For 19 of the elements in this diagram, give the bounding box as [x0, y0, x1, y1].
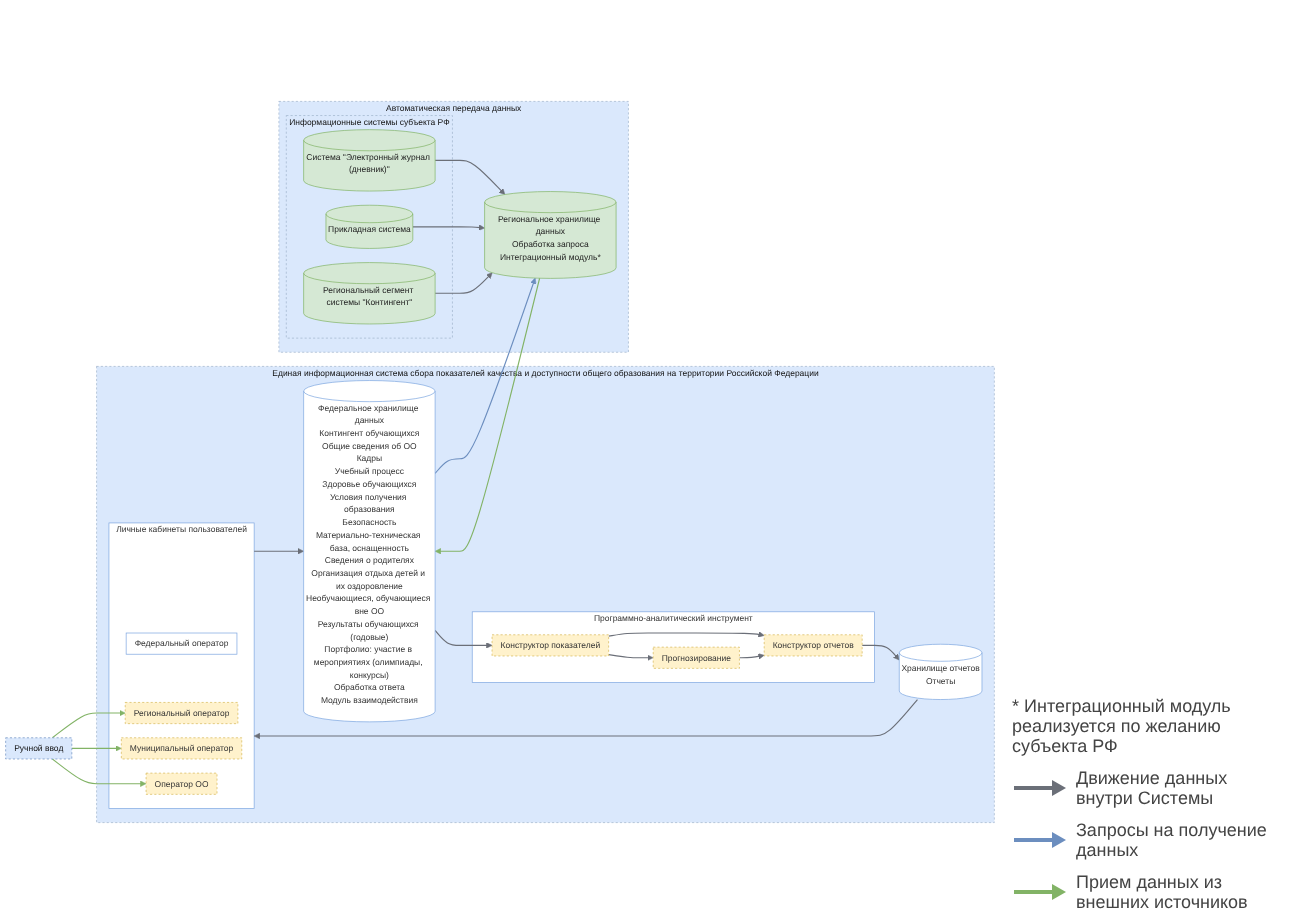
arrow: [412, 224, 485, 231]
arrow: [608, 631, 765, 638]
arrow: [253, 698, 919, 740]
arrow: [71, 745, 122, 752]
arrow: [253, 548, 304, 555]
arrow: [861, 644, 900, 661]
arrow: [434, 272, 493, 294]
legend-text: Прием данных из внешних источников: [1076, 872, 1250, 912]
arrow: [51, 709, 126, 739]
arrow: [434, 277, 537, 474]
arrow: [434, 159, 506, 195]
legend-text: Запросы на получение данных: [1076, 820, 1269, 860]
arrow: [738, 653, 765, 660]
legend-text: Движение данных внутри Системы: [1076, 768, 1230, 808]
arrow: [608, 654, 654, 661]
arrow: [51, 758, 147, 787]
footnote: * Интеграционный модуль реализуется по желанию субъекта РФ: [1012, 696, 1233, 756]
arrow: [434, 277, 541, 555]
arrow: [434, 629, 493, 649]
